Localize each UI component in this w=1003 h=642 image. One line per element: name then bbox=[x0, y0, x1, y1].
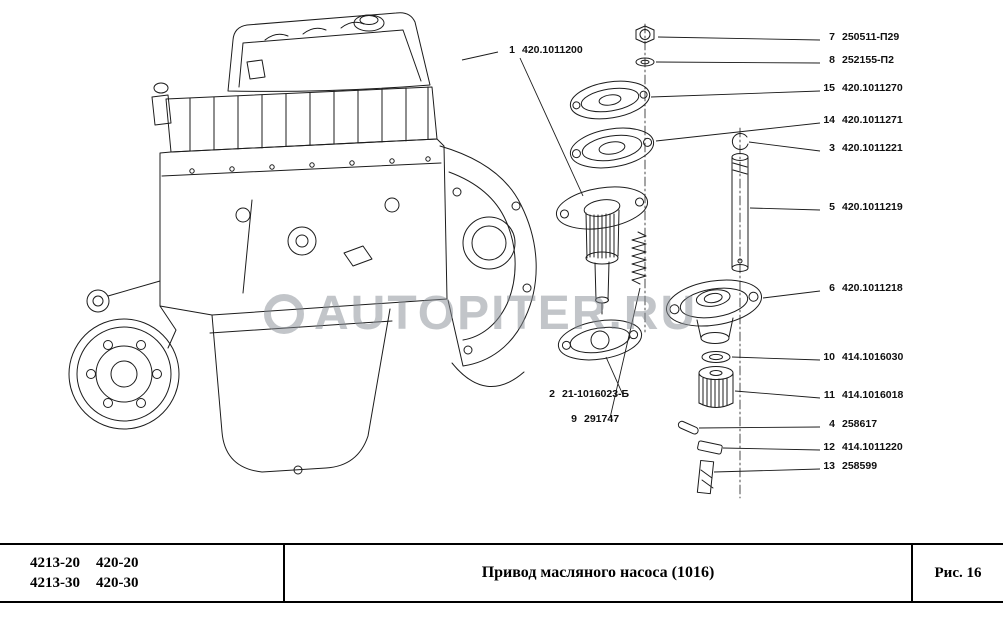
part-callout: 2 21-1016023-Б bbox=[540, 388, 629, 400]
title-block: 4213-20 420-20 4213-30 420-30 Привод мас… bbox=[0, 543, 1003, 603]
callout-part-number: 414.1016030 bbox=[842, 351, 904, 363]
callout-part-number: 414.1011220 bbox=[842, 441, 903, 453]
callout-number: 8 bbox=[829, 54, 835, 66]
part-callout: 11 414.1016018 bbox=[820, 389, 903, 401]
part-callout: 15 420.1011270 bbox=[820, 82, 903, 94]
callout-part-number: 420.1011221 bbox=[842, 142, 903, 154]
callout-part-number: 250511-П29 bbox=[842, 31, 900, 43]
callout-number: 4 bbox=[829, 418, 835, 430]
part-callout: 1 420.1011200 bbox=[500, 44, 583, 56]
callout-part-number: 252155-П2 bbox=[842, 54, 894, 66]
callout-number: 7 bbox=[829, 31, 835, 43]
part-callout: 13 258599 bbox=[820, 460, 877, 472]
part-callout: 4 258617 bbox=[820, 418, 877, 430]
figure-number-cell: Рис. 16 bbox=[913, 545, 1003, 601]
leader-lines bbox=[461, 36, 821, 473]
callout-part-number: 258617 bbox=[842, 418, 878, 430]
callout-part-number: 420.1011218 bbox=[842, 282, 903, 294]
engine-illustration bbox=[68, 12, 537, 475]
callout-number: 9 bbox=[571, 413, 577, 425]
callout-number: 1 bbox=[509, 44, 515, 56]
callout-part-number: 420.1011271 bbox=[842, 114, 903, 126]
callout-part-number: 291747 bbox=[584, 413, 620, 425]
parts-diagram-drawing bbox=[68, 12, 821, 499]
callout-part-number: 258599 bbox=[842, 460, 878, 472]
callout-number: 10 bbox=[823, 351, 835, 363]
callout-part-number: 420.1011200 bbox=[522, 44, 583, 56]
model-number: 4213-20 bbox=[30, 554, 80, 571]
callout-part-number: 414.1016018 bbox=[842, 389, 904, 401]
part-callout: 12 414.1011220 bbox=[820, 441, 903, 453]
part-callout: 8 252155-П2 bbox=[820, 54, 894, 66]
figure-title: Привод масляного насоса (1016) bbox=[481, 564, 715, 581]
part-callout: 7 250511-П29 bbox=[820, 31, 899, 43]
part-callout: 10 414.1016030 bbox=[820, 351, 903, 363]
callout-part-number: 420.1011219 bbox=[842, 201, 903, 213]
callout-number: 6 bbox=[829, 282, 835, 294]
callout-number: 3 bbox=[829, 142, 835, 154]
figure-title-cell: Привод масляного насоса (1016) bbox=[285, 545, 913, 601]
callout-number: 12 bbox=[823, 441, 835, 453]
part-callout: 3 420.1011221 bbox=[820, 142, 903, 154]
model-numbers-cell: 4213-20 420-20 4213-30 420-30 bbox=[0, 545, 285, 601]
model-number: 420-30 bbox=[96, 574, 139, 591]
part-callout: 5 420.1011219 bbox=[820, 201, 903, 213]
exploded-view bbox=[555, 23, 763, 499]
callout-number: 5 bbox=[829, 201, 835, 213]
callout-number: 14 bbox=[823, 114, 835, 126]
callout-part-number: 21-1016023-Б bbox=[562, 388, 630, 400]
model-row: 4213-20 420-20 bbox=[30, 555, 139, 572]
figure-number: Рис. 16 bbox=[934, 564, 982, 581]
model-row: 4213-30 420-30 bbox=[30, 575, 139, 592]
part-callout: 9 291747 bbox=[562, 413, 619, 425]
callout-number: 2 bbox=[549, 388, 555, 400]
callout-part-number: 420.1011270 bbox=[842, 82, 903, 94]
part-callout: 14 420.1011271 bbox=[820, 114, 903, 126]
callout-number: 15 bbox=[823, 82, 835, 94]
model-number: 420-20 bbox=[96, 554, 139, 571]
callout-number: 11 bbox=[823, 389, 835, 401]
model-number: 4213-30 bbox=[30, 574, 80, 591]
callout-number: 13 bbox=[823, 460, 835, 472]
part-callout: 6 420.1011218 bbox=[820, 282, 903, 294]
